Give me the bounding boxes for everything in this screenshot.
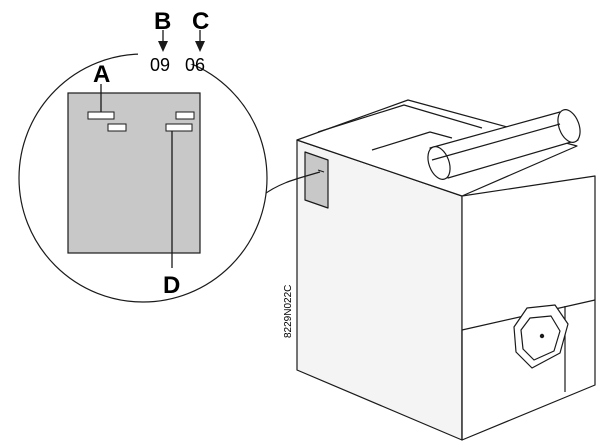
cabinet-plate-mark (317, 169, 325, 173)
fan-hub (539, 333, 545, 339)
plate-field-a1 (87, 111, 115, 120)
top-panel-line (317, 104, 483, 133)
plate-number-second: 06 (185, 55, 205, 75)
plate-number-first: 09 (150, 55, 170, 75)
fan-inner (520, 315, 561, 361)
plate-field-a2 (107, 123, 127, 132)
callout-leaders (100, 30, 205, 268)
plate-field-c (175, 111, 195, 120)
magnifier (18, 50, 268, 303)
top-panel-edge (371, 131, 453, 151)
magnifier-leader (261, 171, 321, 197)
figure-code: 8229N022C (283, 285, 294, 338)
arrow-b-head (158, 41, 168, 52)
callout-label-d: D (163, 272, 180, 299)
cabinet-rating-plate (304, 151, 329, 209)
callout-label-b: B (154, 8, 171, 35)
magnified-rating-plate (67, 92, 201, 254)
machine-cabinet (296, 99, 596, 441)
arrow-c-head (195, 41, 205, 52)
callout-label-a: A (93, 61, 110, 88)
plate-field-d (165, 123, 193, 132)
roll-cylinder (427, 109, 581, 180)
callout-label-c: C (192, 8, 209, 35)
